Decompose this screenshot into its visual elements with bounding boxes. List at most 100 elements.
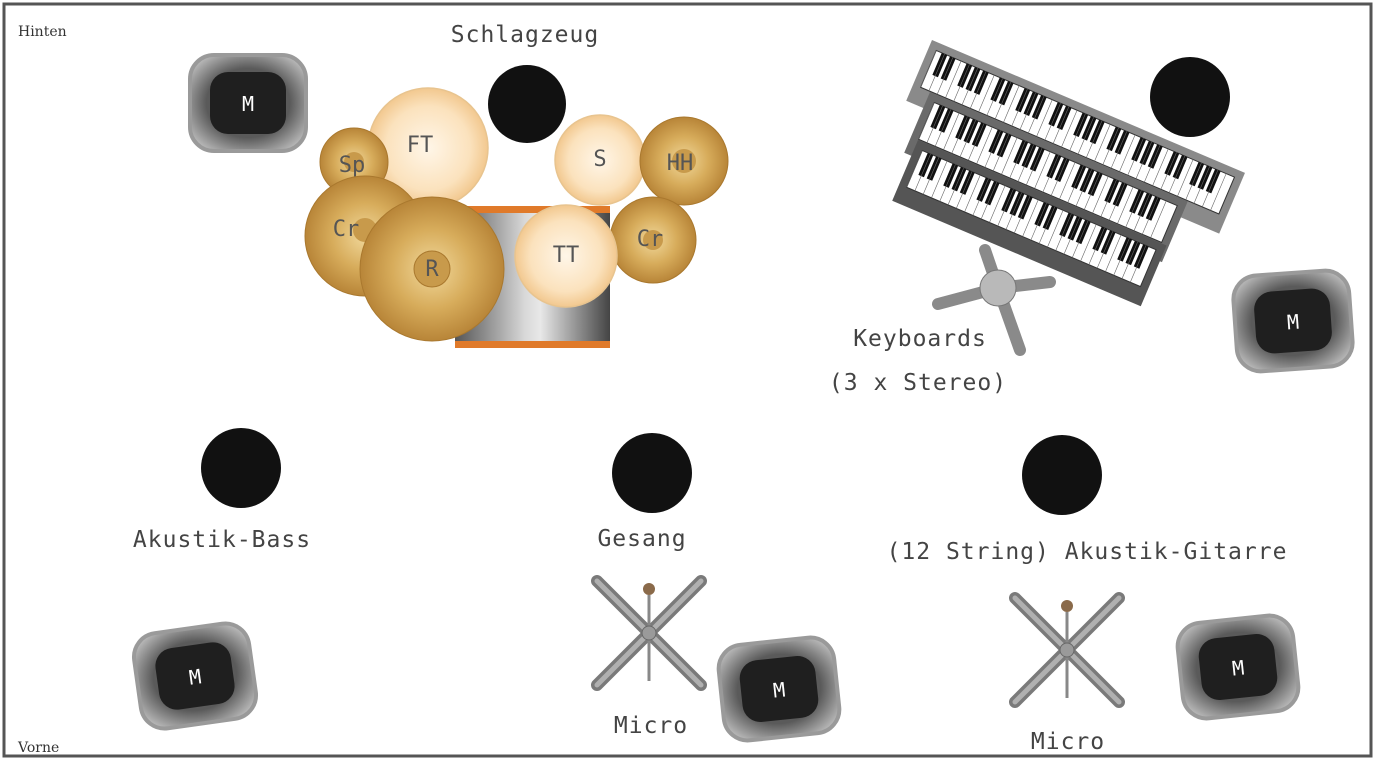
white-key-divider (914, 153, 931, 191)
monitor-vocals-label: M (772, 677, 786, 702)
white-key-divider (1001, 137, 1018, 175)
white-key-divider (1047, 210, 1064, 248)
white-key-divider (926, 105, 943, 143)
monitor-guitar: M (1173, 611, 1303, 723)
white-key-divider (997, 189, 1014, 227)
white-key-divider (920, 50, 937, 88)
white-key-divider (1061, 110, 1078, 148)
white-key-divider (978, 74, 995, 113)
white-key-divider (945, 60, 962, 98)
snare-label: S (593, 147, 606, 172)
singer-position (612, 433, 692, 513)
white-key-divider (1193, 166, 1210, 204)
tom-tom-label: TT (553, 243, 580, 268)
bass-label: Akustik-Bass (133, 527, 311, 553)
keyboard-manual-middle (904, 92, 1188, 263)
white-key-divider (1168, 155, 1186, 193)
white-key-divider (1130, 245, 1147, 283)
white-key-divider (1011, 89, 1028, 127)
monitor-drums: M (188, 53, 308, 153)
white-key-divider (1034, 151, 1051, 189)
white-key-divider (1080, 224, 1097, 262)
white-key-divider (1125, 190, 1142, 228)
white-key-divider (1210, 173, 1227, 211)
white-key-divider (1050, 158, 1068, 196)
keyboard-manual-top (906, 40, 1245, 234)
guitarist-position (1022, 435, 1102, 515)
white-key-divider (1069, 113, 1086, 151)
white-key-divider (1113, 238, 1130, 276)
white-key-divider (959, 119, 976, 158)
white-key-divider (972, 178, 989, 216)
vocals-label: Gesang (597, 526, 686, 552)
white-key-divider (964, 174, 981, 213)
white-key-divider (1019, 92, 1036, 130)
white-key-divider (936, 57, 954, 95)
white-key-divider (1117, 186, 1134, 224)
white-key-divider (1075, 169, 1092, 207)
hihat-label: HH (667, 151, 694, 176)
mic-label-guitar: Micro (1031, 729, 1105, 755)
white-key-divider (1160, 152, 1177, 190)
monitor-vocals: M (714, 633, 844, 745)
white-key-divider (986, 78, 1003, 116)
white-key-divider (1096, 231, 1114, 269)
white-key-divider (1119, 134, 1136, 172)
keyboardist-position (1150, 57, 1230, 137)
white-key-divider (928, 53, 945, 91)
drums-title: Schlagzeug (451, 22, 599, 48)
front-label: Vorne (17, 740, 59, 756)
white-key-divider (1077, 117, 1094, 155)
white-key-divider (906, 150, 923, 188)
white-key-divider (1052, 106, 1070, 144)
white-key-divider (970, 71, 987, 109)
white-key-divider (961, 67, 978, 106)
white-key-divider (1036, 99, 1053, 137)
white-key-divider (1102, 127, 1119, 165)
white-key-divider (1044, 103, 1061, 141)
white-key-divider (943, 112, 960, 150)
crash-cymbal-right: Cr (609, 196, 697, 284)
white-key-divider (984, 130, 1001, 168)
white-key-divider (1017, 144, 1034, 182)
white-key-divider (1009, 141, 1026, 179)
splash-label: Sp (339, 153, 366, 178)
monitor-keyboards: M (1229, 267, 1357, 375)
white-key-divider (1072, 220, 1089, 258)
white-key-divider (918, 102, 935, 140)
white-key-divider (1177, 159, 1194, 197)
white-key-divider (1094, 124, 1111, 162)
white-key-divider (1059, 162, 1076, 200)
white-key-divider (1005, 192, 1022, 230)
monitor-bass: M (128, 618, 262, 734)
white-key-divider (934, 109, 952, 147)
white-key-divider (980, 182, 998, 220)
monitor-bass-label: M (188, 664, 203, 689)
keyboard-manual-bottom (892, 140, 1167, 307)
keyboards (892, 40, 1245, 307)
crash-right-label: Cr (637, 227, 664, 252)
crash-left-label: Cr (333, 217, 360, 242)
guitar-label: (12 String) Akustik-Gitarre (887, 539, 1288, 565)
white-key-divider (1088, 227, 1105, 265)
floor-tom-label: FT (407, 133, 434, 158)
drummer-position (488, 65, 566, 143)
white-key-divider (1030, 203, 1047, 241)
white-key-divider (1142, 197, 1159, 235)
white-key-divider (1133, 193, 1150, 231)
white-key-divider (922, 157, 940, 195)
white-key-divider (1144, 145, 1161, 183)
tom-tom: TT (514, 204, 618, 308)
white-key-divider (1105, 234, 1122, 272)
keyboards-sublabel: (3 x Stereo) (829, 370, 1007, 396)
white-key-divider (1121, 241, 1138, 279)
snare-drum: S (554, 114, 646, 206)
white-key-divider (1042, 155, 1059, 193)
white-key-divider (939, 164, 956, 202)
white-key-divider (1028, 96, 1045, 134)
keyboard-stand (932, 244, 1056, 356)
white-key-divider (1135, 141, 1152, 179)
white-key-divider (947, 167, 964, 206)
monitor-drums-label: M (242, 92, 254, 116)
